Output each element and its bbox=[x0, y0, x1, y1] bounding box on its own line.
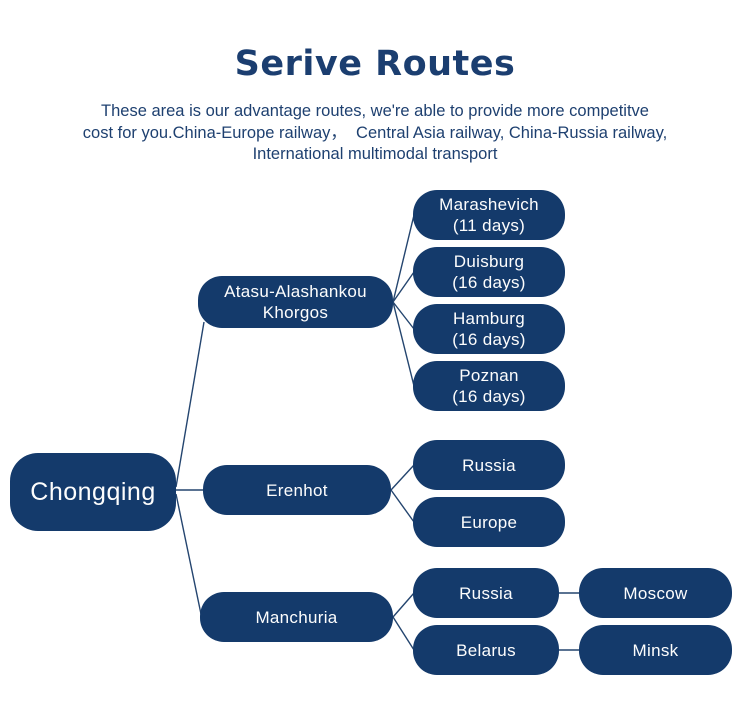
node-hamburg: Hamburg (16 days) bbox=[413, 304, 565, 354]
node-marashevich: Marashevich (11 days) bbox=[413, 190, 565, 240]
node-duisburg-days: (16 days) bbox=[452, 273, 526, 292]
node-manchuria: Manchuria bbox=[200, 592, 393, 642]
node-moscow: Moscow bbox=[579, 568, 732, 618]
node-moscow-label: Moscow bbox=[623, 583, 688, 603]
subtitle-line-2: cost for you.China-Europe railway， Centr… bbox=[82, 123, 668, 142]
subtitle-line-1: These area is our advantage routes, we'r… bbox=[101, 102, 649, 120]
node-duisburg: Duisburg (16 days) bbox=[413, 247, 565, 297]
node-atasu-label-line1: Atasu-Alashankou bbox=[224, 282, 367, 301]
node-atasu-alashankou-khorgos: Atasu-Alashankou Khorgos bbox=[198, 276, 393, 328]
header: Serive Routes These area is our advantag… bbox=[0, 44, 750, 166]
node-marashevich-label: Marashevich bbox=[439, 195, 539, 214]
node-minsk-label: Minsk bbox=[632, 640, 679, 660]
page-subtitle: These area is our advantage routes, we'r… bbox=[0, 101, 750, 166]
node-russia-via-erenhot-label: Russia bbox=[462, 455, 516, 475]
node-erenhot-label: Erenhot bbox=[266, 480, 328, 500]
node-poznan-label: Poznan bbox=[459, 366, 519, 385]
subtitle-line-3: International multimodal transport bbox=[252, 145, 498, 163]
node-atasu-label-line2: Khorgos bbox=[262, 303, 329, 322]
node-russia-via-manchuria-label: Russia bbox=[459, 583, 513, 603]
node-erenhot: Erenhot bbox=[203, 465, 391, 515]
node-hamburg-days: (16 days) bbox=[452, 330, 526, 349]
node-russia-via-manchuria: Russia bbox=[413, 568, 559, 618]
node-manchuria-label: Manchuria bbox=[255, 607, 338, 627]
node-duisburg-label: Duisburg bbox=[453, 252, 525, 271]
node-poznan: Poznan (16 days) bbox=[413, 361, 565, 411]
node-europe-label: Europe bbox=[460, 512, 518, 532]
node-poznan-days: (16 days) bbox=[452, 387, 526, 406]
page-title: Serive Routes bbox=[234, 44, 516, 84]
node-belarus: Belarus bbox=[413, 625, 559, 675]
node-minsk: Minsk bbox=[579, 625, 732, 675]
node-russia-via-erenhot: Russia bbox=[413, 440, 565, 490]
node-marashevich-days: (11 days) bbox=[452, 216, 526, 235]
node-belarus-label: Belarus bbox=[456, 640, 516, 660]
node-chongqing-label: Chongqing bbox=[30, 477, 156, 506]
node-hamburg-label: Hamburg bbox=[452, 309, 526, 328]
node-europe: Europe bbox=[413, 497, 565, 547]
node-chongqing: Chongqing bbox=[10, 453, 176, 531]
